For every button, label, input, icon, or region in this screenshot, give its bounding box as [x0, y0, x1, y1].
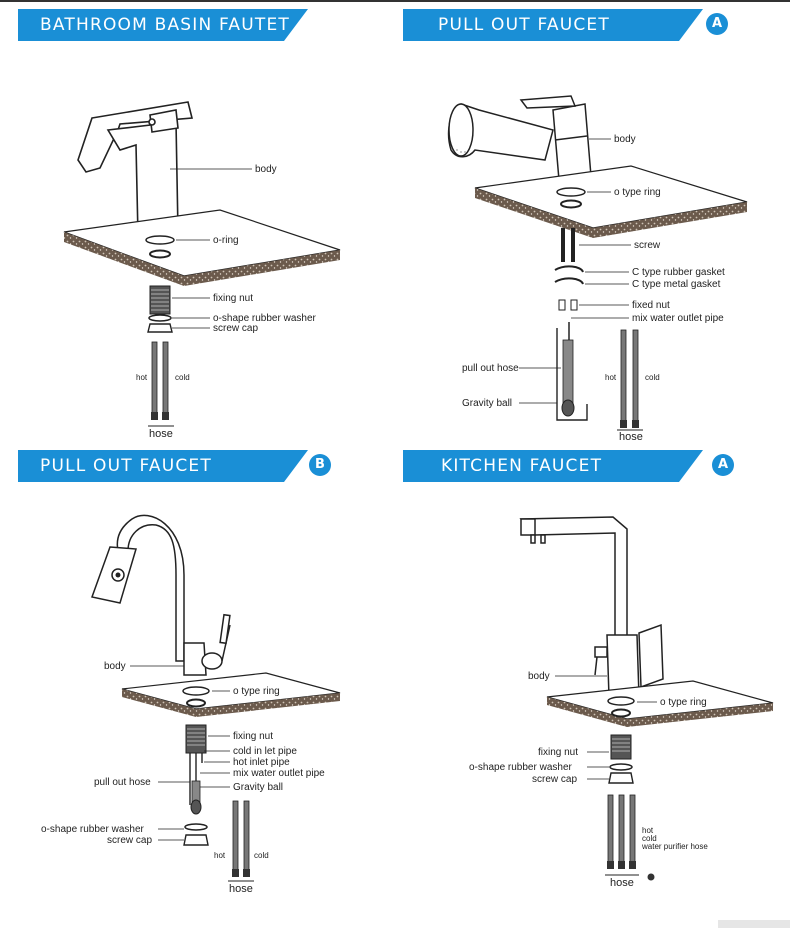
label-washer: o-shape rubber washer: [469, 762, 573, 773]
label-pull-out-hose: pull out hose: [94, 777, 151, 788]
pull-out-b-diagram: body o type ring fixing nut cold in let …: [41, 514, 341, 895]
label-body: body: [528, 671, 550, 682]
label-fixing-nut: fixing nut: [233, 731, 273, 742]
label-hot: hot: [605, 373, 617, 382]
label-body: body: [104, 661, 126, 672]
label-hose: hose: [610, 877, 634, 889]
label-hose: hose: [149, 428, 173, 440]
label-hot: hot: [214, 851, 226, 860]
banner-pull-out-b: PULL OUT FAUCET: [18, 450, 308, 482]
label-body: body: [255, 164, 277, 175]
countertop: [121, 672, 341, 717]
label-fixed-nut: fixed nut: [632, 300, 670, 311]
bathroom-faucet-diagram: body o-ring fixing nut o-shape rubber wa…: [63, 101, 341, 440]
banner-pull-out-a: PULL OUT FAUCET: [403, 9, 703, 41]
label-purifier: water purifier hose: [641, 842, 708, 851]
banner-kitchen: KITCHEN FAUCET: [403, 450, 703, 482]
top-border: [0, 0, 790, 2]
label-washer: o-shape rubber washer: [41, 824, 145, 835]
badge-b: B: [309, 454, 331, 476]
banner-shape: [18, 9, 308, 41]
faucet-body: [447, 95, 592, 181]
label-mix-pipe: mix water outlet pipe: [632, 313, 724, 324]
label-o-ring: o type ring: [660, 697, 707, 708]
label-fixing-nut: fixing nut: [538, 747, 578, 758]
countertop: [63, 209, 341, 286]
banner-shape: [403, 9, 703, 41]
label-hot: hot: [136, 373, 148, 382]
label-c-rubber: C type rubber gasket: [632, 267, 725, 278]
faucet-body: [519, 516, 664, 698]
label-gravity-ball: Gravity ball: [462, 398, 512, 409]
badge-a: A: [712, 454, 734, 476]
label-body: body: [614, 134, 636, 145]
label-cold: cold: [175, 373, 190, 382]
hose-pair: [232, 800, 250, 877]
banner-shape: [403, 450, 703, 482]
label-cold-inlet: cold in let pipe: [233, 746, 297, 757]
panel-title: BATHROOM BASIN FAUTET: [40, 15, 291, 35]
pull-out-a-diagram: body o type ring screw C type rubber gas…: [447, 95, 748, 443]
label-cold: cold: [254, 851, 269, 860]
faucet-body: [77, 101, 194, 237]
label-screw-cap: screw cap: [107, 835, 152, 846]
label-gravity-ball: Gravity ball: [233, 782, 283, 793]
corner-scroll-artifact: [718, 920, 790, 928]
label-c-metal: C type metal gasket: [632, 279, 721, 290]
label-o-ring: o type ring: [614, 187, 661, 198]
label-o-ring: o-ring: [213, 235, 239, 246]
hose-pair: [620, 329, 639, 428]
label-cold: cold: [642, 834, 657, 843]
label-screw: screw: [634, 240, 661, 251]
label-washer: o-shape rubber washer: [213, 313, 317, 324]
label-fixing-nut: fixing nut: [213, 293, 253, 304]
countertop: [474, 165, 748, 238]
label-mix-pipe: mix water outlet pipe: [233, 768, 325, 779]
label-screw-cap: screw cap: [532, 774, 577, 785]
countertop: [546, 680, 774, 727]
panel-title: PULL OUT FAUCET: [438, 15, 610, 35]
label-pull-out-hose: pull out hose: [462, 363, 519, 374]
banner-bathroom-basin: BATHROOM BASIN FAUTET: [18, 9, 308, 41]
panel-title: KITCHEN FAUCET: [441, 456, 603, 476]
label-hose: hose: [619, 431, 643, 443]
label-screw-cap: screw cap: [213, 323, 258, 334]
label-hose: hose: [229, 883, 253, 895]
faucet-body: [91, 514, 231, 676]
label-hot-inlet: hot inlet pipe: [233, 757, 290, 768]
kitchen-faucet-diagram: body o type ring fixing nut o-shape rubb…: [469, 516, 774, 889]
label-hot: hot: [642, 826, 654, 835]
panel-title: PULL OUT FAUCET: [40, 456, 212, 476]
hose-pair: [151, 341, 169, 420]
hose-pair: [607, 794, 636, 869]
badge-a: A: [706, 13, 728, 35]
label-o-ring: o type ring: [233, 686, 280, 697]
label-cold: cold: [645, 373, 660, 382]
banner-shape: [18, 450, 308, 482]
